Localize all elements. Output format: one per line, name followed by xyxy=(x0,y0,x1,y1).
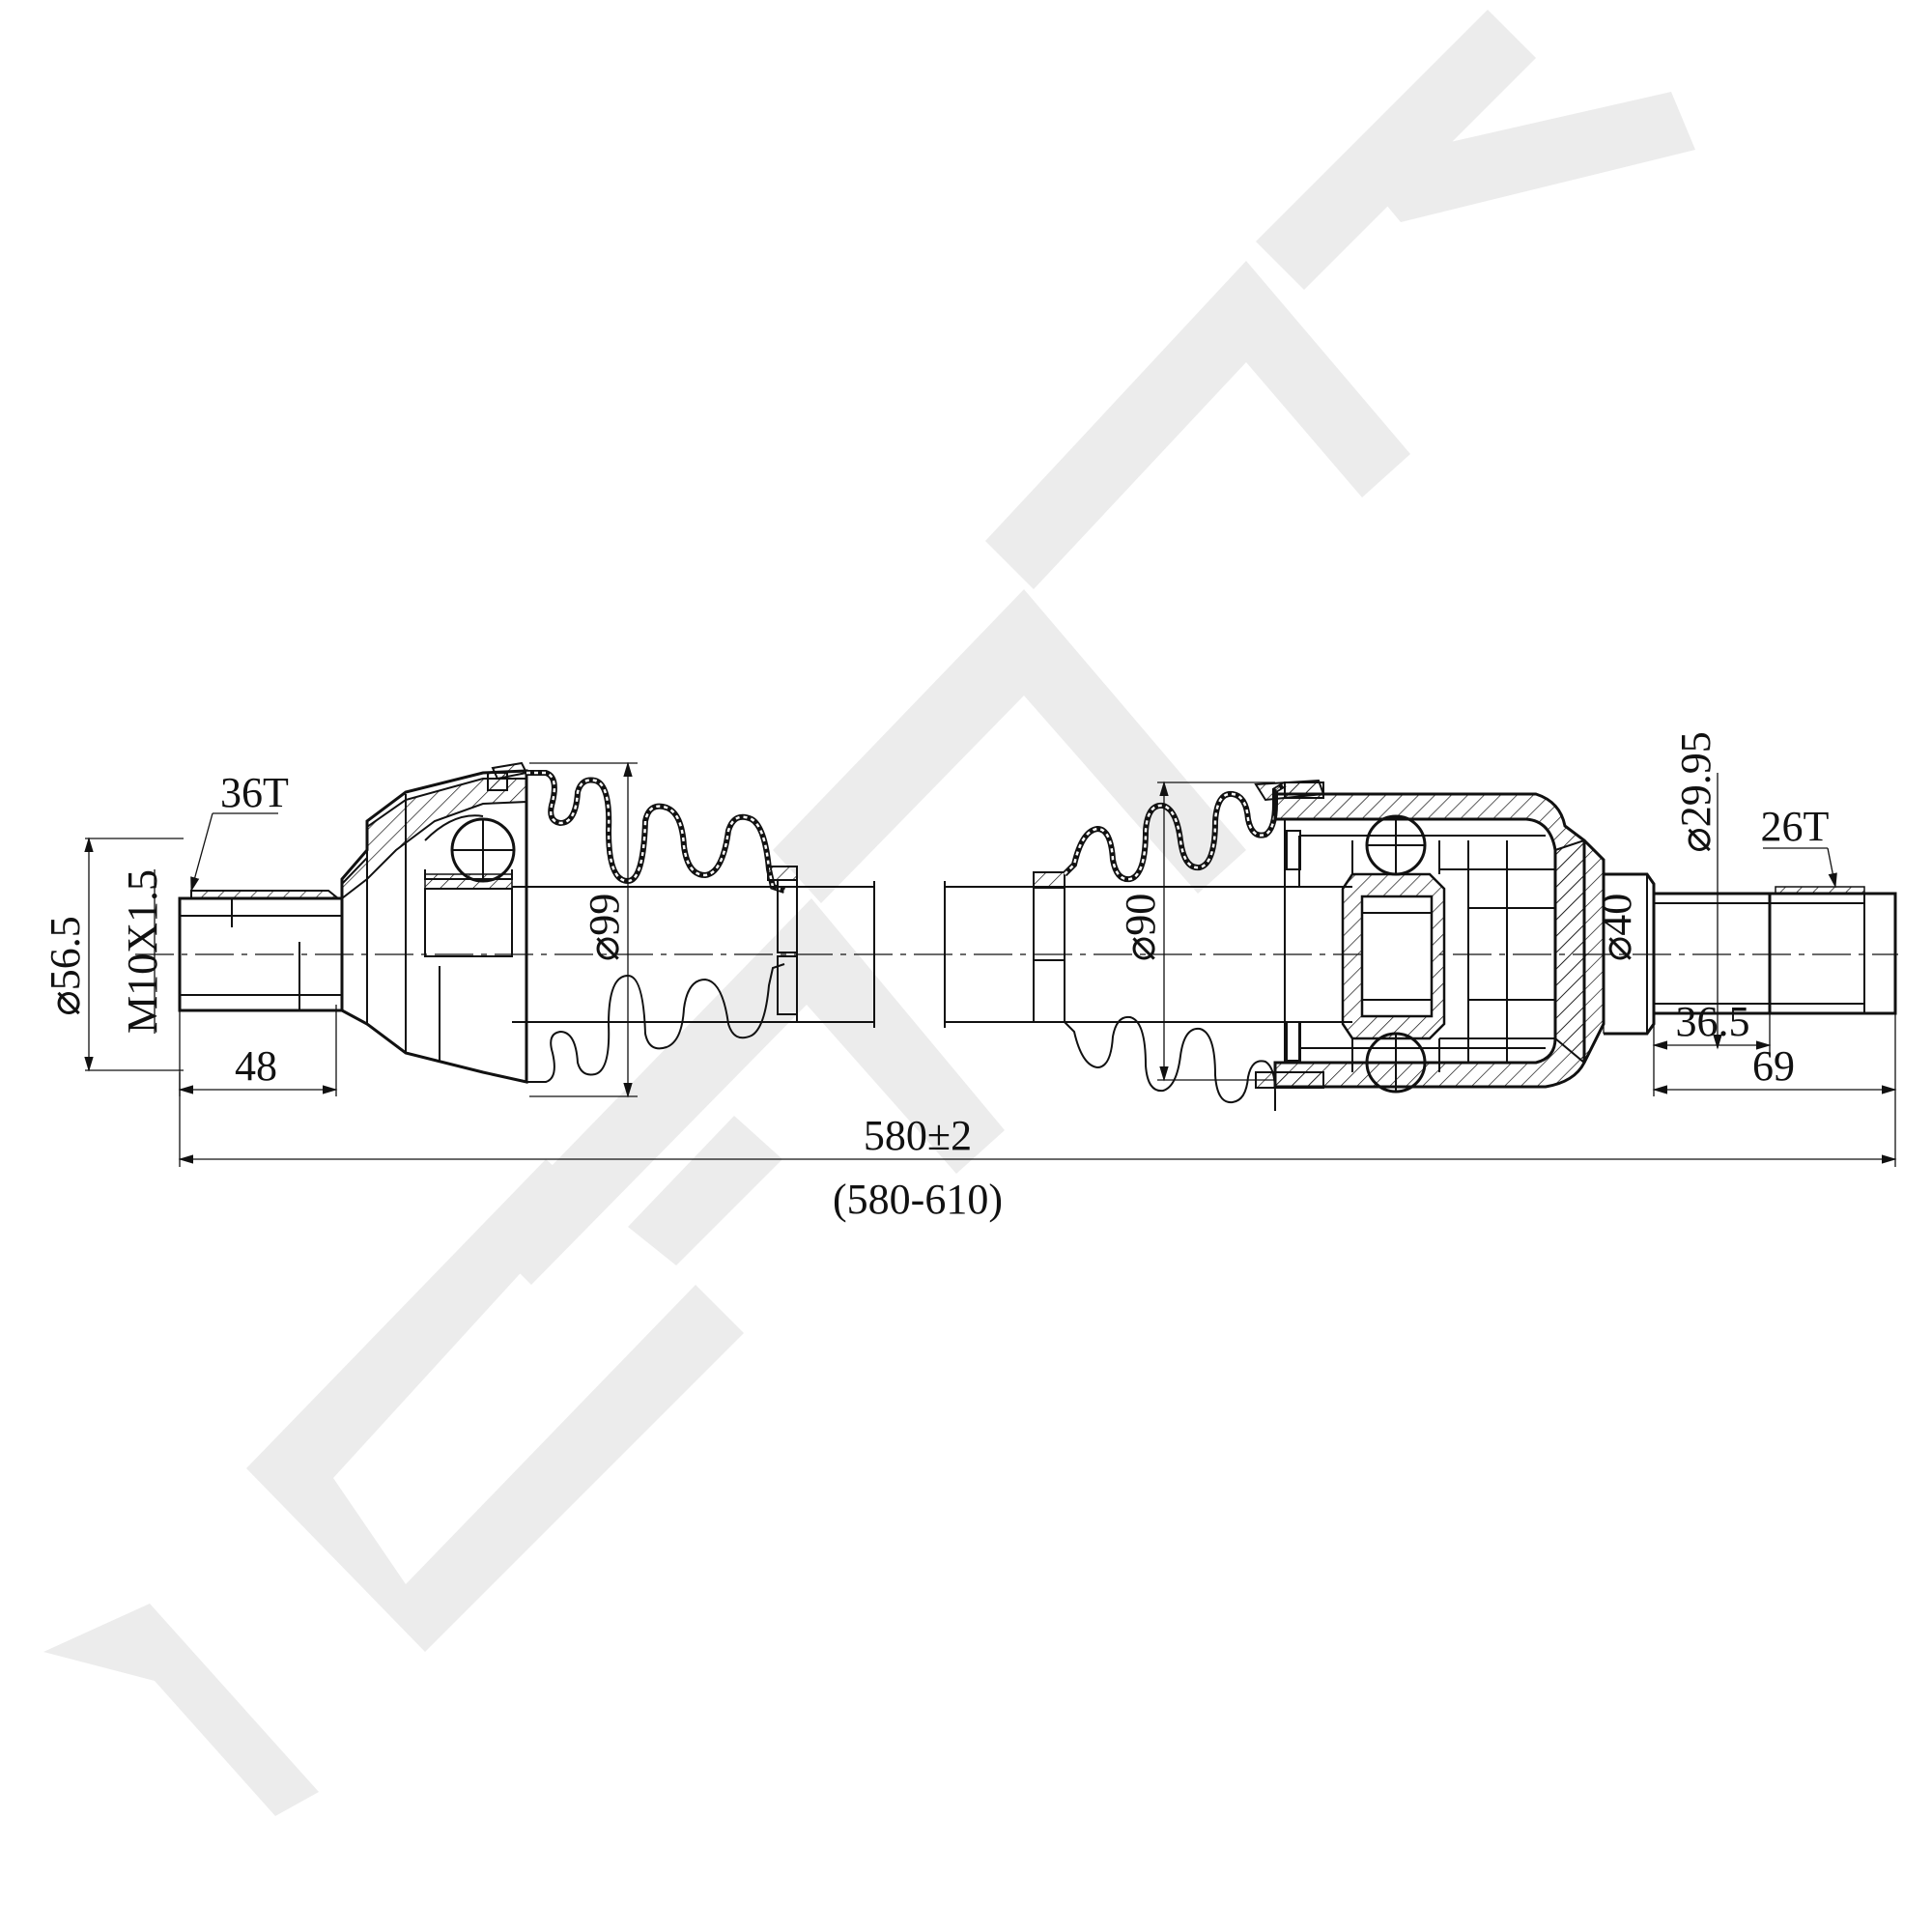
inner-spline-length-label: 36.5 xyxy=(1676,998,1750,1045)
housing-diameter-label: ⌀40 xyxy=(1593,894,1640,962)
watermark-logo xyxy=(43,10,1695,1816)
spline-outer-label: 36T xyxy=(220,769,289,816)
inner-stub-length-label: 69 xyxy=(1752,1042,1795,1090)
dimensions xyxy=(84,761,1897,1167)
inner-stub-diameter-label: ⌀29.95 xyxy=(1672,731,1719,853)
inner-stub xyxy=(1604,872,1897,1036)
outer-cv-joint xyxy=(178,761,528,1084)
overall-length-label: 580±2 xyxy=(864,1112,972,1159)
outer-boot xyxy=(526,770,798,1083)
inner-boot-diameter-label: ⌀90 xyxy=(1117,894,1164,962)
length-range-label: (580-610) xyxy=(833,1176,1003,1223)
inner-cv-housing xyxy=(1273,792,1605,1094)
outer-stub-length-label: 48 xyxy=(235,1042,277,1090)
outer-joint-diameter-label: ⌀56.5 xyxy=(42,916,89,1016)
thread-label: M10X1.5 xyxy=(119,869,166,1034)
outer-boot-diameter-label: ⌀99 xyxy=(581,894,628,962)
spline-inner-label: 26T xyxy=(1761,803,1830,850)
